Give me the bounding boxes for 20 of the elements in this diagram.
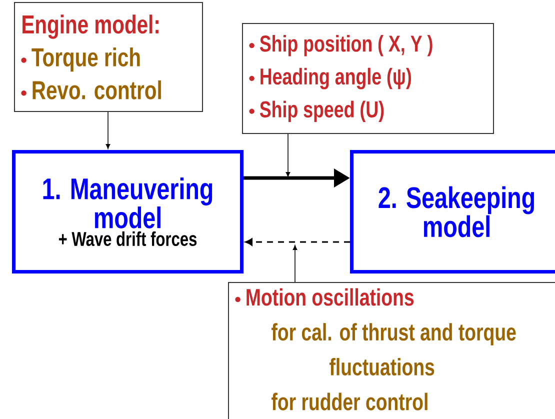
text-box — [228, 282, 555, 419]
arrow — [106, 112, 110, 149]
text-box — [12, 150, 244, 274]
bullet-text: Heading angle (ψ) — [260, 68, 411, 90]
bullet-text: Ship speed (U) — [260, 100, 384, 122]
note-text: for rudder control — [272, 392, 428, 410]
bullet-text: Torque rich — [32, 48, 140, 72]
bullet-text: Motion oscillations — [246, 288, 414, 306]
leader-line — [292, 245, 298, 282]
model-title: 1. Maneuvering model — [43, 177, 212, 228]
heading: Engine model: — [22, 14, 158, 39]
bullet-text: Ship position ( X, Y ) — [260, 34, 432, 56]
note-text: + Wave drift forces — [58, 231, 197, 246]
leader-line — [286, 134, 290, 177]
text-box — [14, 2, 203, 112]
text-box — [242, 23, 494, 134]
arrow — [245, 238, 350, 246]
bullet-text: Revo. control — [32, 80, 161, 100]
text-box — [350, 150, 555, 274]
model-title: 2. Seakeeping model — [378, 186, 534, 238]
